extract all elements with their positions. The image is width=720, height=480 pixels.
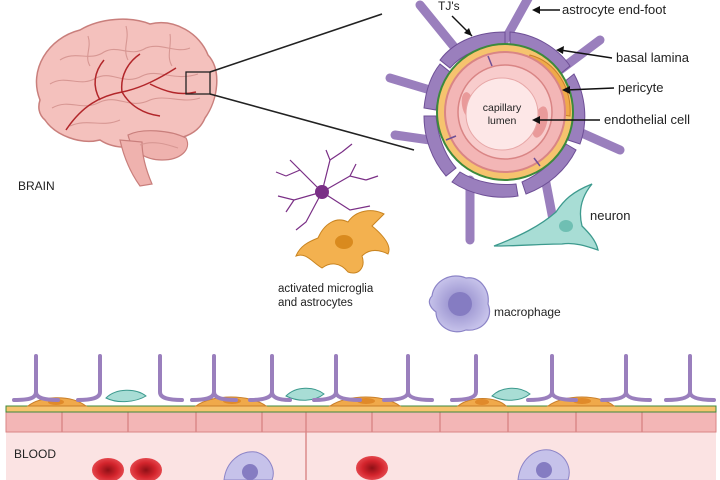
microglia-label-2: and astrocytes xyxy=(278,297,353,309)
microglia-processes xyxy=(275,143,379,231)
macrophage-nucleus xyxy=(448,292,472,316)
pericyte-arrowhead xyxy=(562,86,570,94)
pericyte-arrow xyxy=(565,87,615,91)
capillary-lumen-label-1: capillary xyxy=(483,102,522,114)
capillary-lumen-label-2: lumen xyxy=(488,115,517,127)
basal-lamina-label: basal lamina xyxy=(616,50,690,65)
brain-cerebrum xyxy=(35,18,218,148)
endothelial-layer xyxy=(5,411,717,433)
brain-illustration xyxy=(35,13,415,187)
microglia-label-1: activated microglia xyxy=(278,283,374,295)
activated-astrocyte-illustration xyxy=(295,210,390,274)
astrocyte-end-foot-label: astrocyte end-foot xyxy=(562,2,666,17)
brain-stem xyxy=(119,139,153,187)
blood-label: BLOOD xyxy=(14,447,56,461)
endothelial-cell-label: endothelial cell xyxy=(604,112,690,127)
macrophage-illustration xyxy=(428,275,491,333)
capillary-lumen xyxy=(465,77,539,151)
neuron-illustration xyxy=(493,183,599,251)
endothelial-cell-borders xyxy=(61,412,643,480)
tjs-arrowhead xyxy=(464,28,472,36)
tjs-label: TJ's xyxy=(438,0,460,13)
activated-microglia-illustration xyxy=(275,143,379,231)
basal-lamina-arrow xyxy=(559,49,613,59)
red-blood-cells xyxy=(92,456,388,480)
astrocyte-nucleus xyxy=(335,235,353,249)
astrocyte-feet-row xyxy=(12,354,716,402)
brain-label: BRAIN xyxy=(18,179,55,193)
brain-vessels xyxy=(65,53,197,131)
brain-gyri xyxy=(49,25,201,149)
neurons-row xyxy=(105,387,531,403)
microglia-body xyxy=(315,185,329,199)
basal-lamina-layer xyxy=(5,405,717,413)
zoom-line-top xyxy=(209,13,383,73)
neuron-body xyxy=(493,183,599,251)
capillary-cross-section xyxy=(385,0,625,245)
brain-zoom-box xyxy=(185,71,211,95)
pericyte-label: pericyte xyxy=(618,80,664,95)
endothelial-cell-arrowhead xyxy=(532,116,540,124)
neuron-nucleus xyxy=(559,220,573,232)
astrocyte-end-foot-arrowhead xyxy=(532,6,540,14)
basal-lamina-arrowhead xyxy=(556,46,564,54)
blood-macrophages xyxy=(223,449,570,480)
neuron-label: neuron xyxy=(590,208,630,223)
tight-junctions xyxy=(445,55,541,167)
vessel-wall-section xyxy=(5,354,717,480)
zoom-line-bottom xyxy=(209,93,415,151)
macrophage-label: macrophage xyxy=(494,305,561,319)
